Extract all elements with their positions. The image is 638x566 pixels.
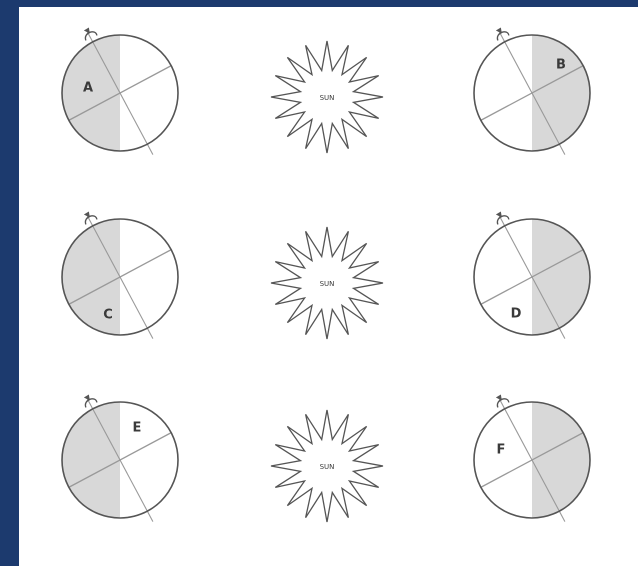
night-side [532, 35, 590, 151]
rotation-arrowhead-icon [496, 394, 502, 400]
diagram-panel: A B C D E F SUN SUN SUN [19, 7, 638, 566]
earth-sun-diagram: A B C D E F SUN SUN SUN [19, 7, 638, 566]
rotation-arrowhead-icon [496, 211, 502, 217]
earth-b: B [474, 27, 590, 154]
rotation-arrowhead-icon [84, 394, 90, 400]
earth-label: A [83, 81, 93, 96]
night-side [532, 402, 590, 518]
earth-label: F [497, 443, 506, 458]
earth-c: C [62, 211, 178, 338]
earth-a: A [62, 27, 178, 154]
night-side [532, 219, 590, 335]
sun-label: SUN [320, 94, 335, 102]
sun-1: SUN [271, 41, 383, 153]
sun-3: SUN [271, 410, 383, 522]
earth-label: B [556, 58, 566, 73]
earth-d: D [474, 211, 590, 338]
night-side [62, 402, 120, 518]
rotation-arrowhead-icon [84, 211, 90, 217]
earth-e: E [62, 394, 178, 521]
rotation-arrowhead-icon [84, 27, 90, 33]
sun-2: SUN [271, 227, 383, 339]
earth-f: F [474, 394, 590, 521]
earth-label: D [511, 307, 522, 322]
rotation-arrowhead-icon [496, 27, 502, 33]
sun-label: SUN [320, 280, 335, 288]
earth-label: E [133, 421, 142, 436]
earth-label: C [103, 308, 113, 323]
sun-label: SUN [320, 463, 335, 471]
